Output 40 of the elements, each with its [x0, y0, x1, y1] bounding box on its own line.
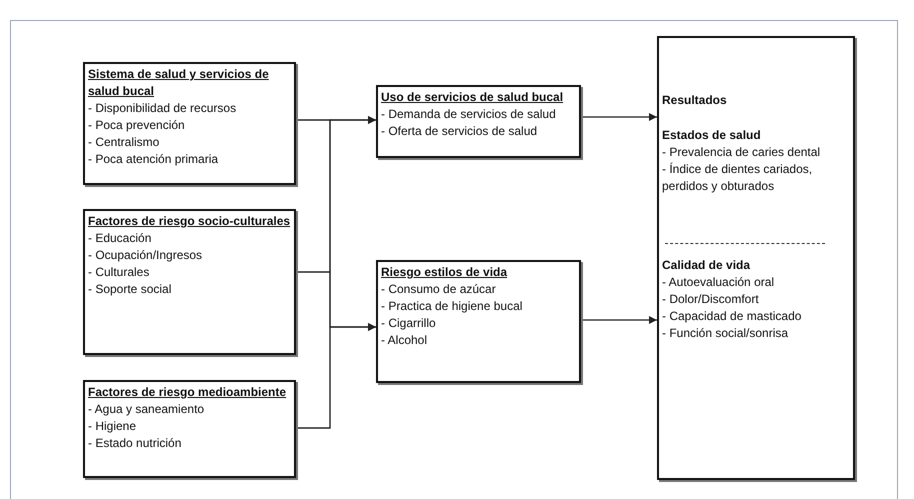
list-item: - Autoevaluación oral [662, 274, 774, 291]
list-item: - Poca prevención [88, 117, 185, 134]
arrow [581, 316, 657, 324]
process-box [83, 209, 296, 355]
list-item: - Practica de higiene bucal [381, 298, 522, 315]
list-item: - Educación [88, 230, 152, 247]
list-item: - Índice de dientes cariados, perdidos y obturados [662, 161, 814, 195]
list-item: - Culturales [88, 264, 150, 281]
box-heading: Estados de salud [662, 127, 761, 144]
list-item: - Consumo de azúcar [381, 281, 496, 298]
list-item: - Agua y saneamiento [88, 401, 204, 418]
list-item: - Alcohol [381, 332, 428, 349]
list-item: - Capacidad de masticado [662, 308, 802, 325]
list-item: - Oferta de servicios de salud [381, 123, 538, 140]
list-item: - Estado nutrición [88, 435, 182, 452]
box-heading: Resultados [662, 92, 727, 109]
box-heading: Riesgo estilos de vida [381, 264, 508, 281]
box-heading: Uso de servicios de salud bucal [381, 89, 564, 106]
list-item: - Dolor/Discomfort [662, 291, 759, 308]
process-box [376, 85, 581, 158]
list-item: - Disponibilidad de recursos [88, 100, 236, 117]
box-heading: Factores de riesgo socio-culturales [88, 213, 290, 230]
list-item: - Cigarrillo [381, 315, 436, 332]
arrow [581, 113, 657, 121]
list-item: - Demanda de servicios de salud [381, 106, 556, 123]
box-heading: Sistema de salud y servicios de salud bucal [88, 66, 270, 100]
process-box [83, 62, 296, 185]
list-item: - Función social/sonrisa [662, 325, 788, 342]
list-item: - Ocupación/Ingresos [88, 247, 202, 264]
process-box [376, 260, 581, 383]
box-heading: Factores de riesgo medioambiente [88, 384, 286, 401]
process-box [657, 36, 855, 480]
list-item: - Higiene [88, 418, 136, 435]
list-item: - Poca atención primaria [88, 151, 218, 168]
process-box [83, 380, 296, 478]
list-item: - Centralismo [88, 134, 160, 151]
box-heading: Calidad de vida [662, 257, 750, 274]
list-item: - Prevalencia de caries dental [662, 144, 820, 161]
arrow [296, 323, 376, 429]
list-item: - Soporte social [88, 281, 172, 298]
